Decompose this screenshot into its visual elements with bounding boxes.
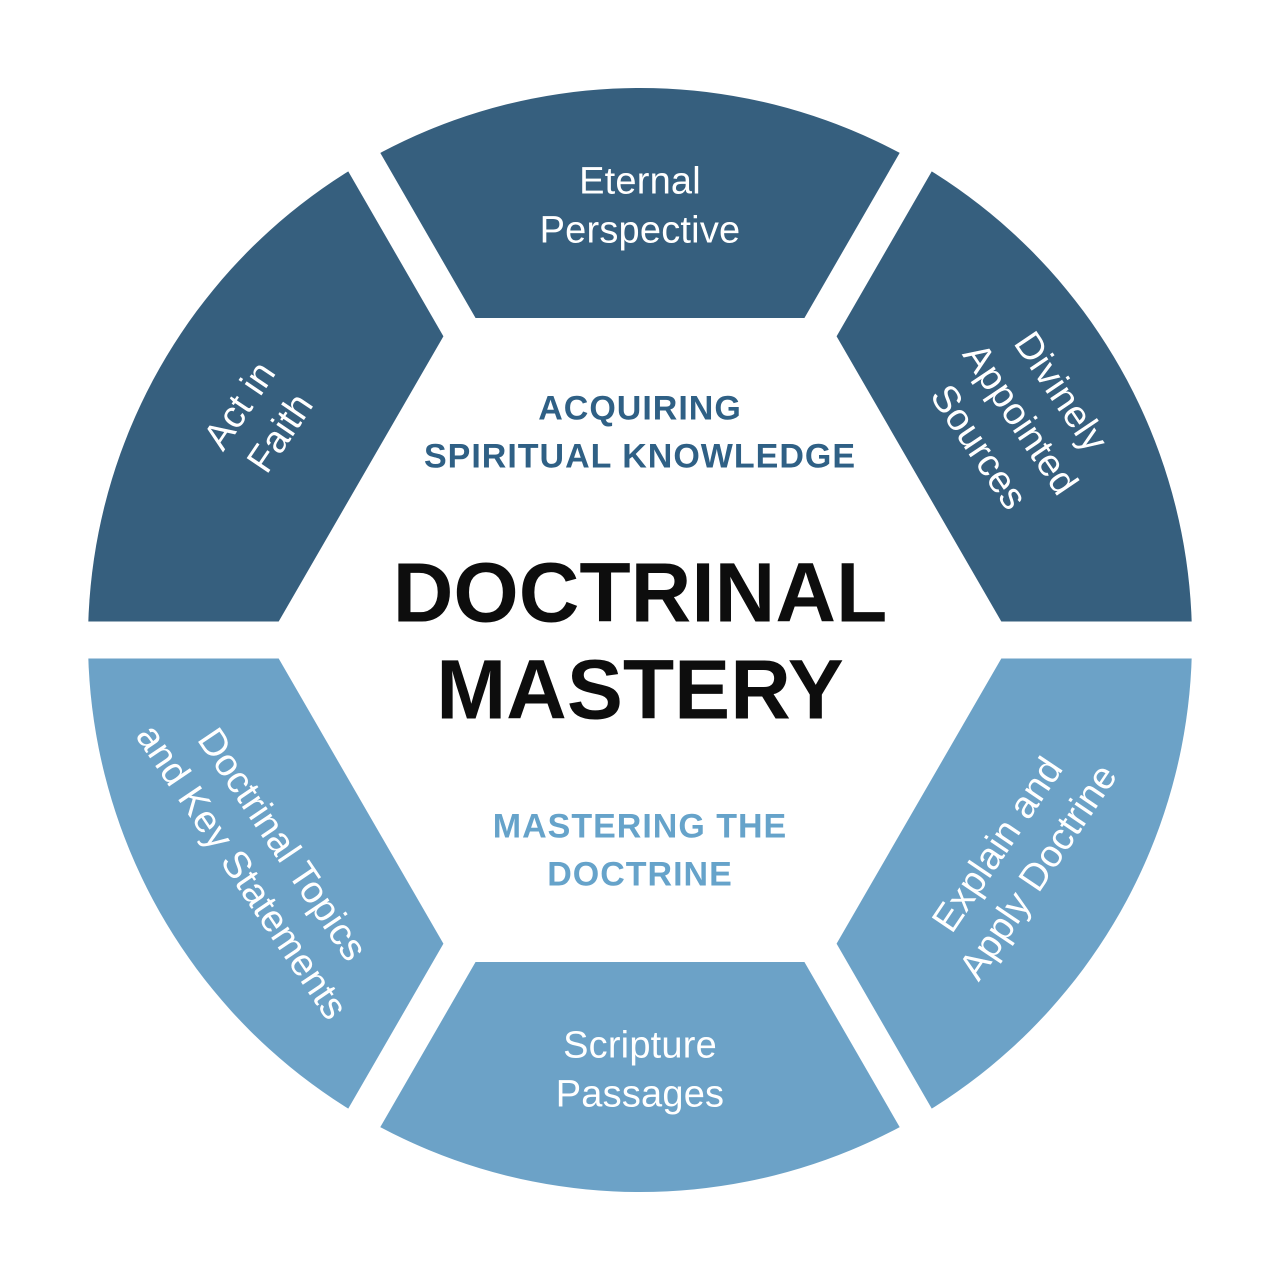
mastering-the-doctrine-heading: MASTERING THE DOCTRINE (492, 807, 788, 894)
mastering-half-ring (0, 640, 1280, 1280)
acquiring-half-ring (0, 0, 1280, 640)
segment-label-eternal-perspective: Eternal Perspective (539, 160, 741, 252)
segment-label-scripture-passages: Scripture Passages (555, 1024, 725, 1116)
page-title: DOCTRINAL MASTERY (392, 545, 888, 737)
acquiring-spiritual-knowledge-heading: ACQUIRING SPIRITUAL KNOWLEDGE (423, 389, 857, 476)
